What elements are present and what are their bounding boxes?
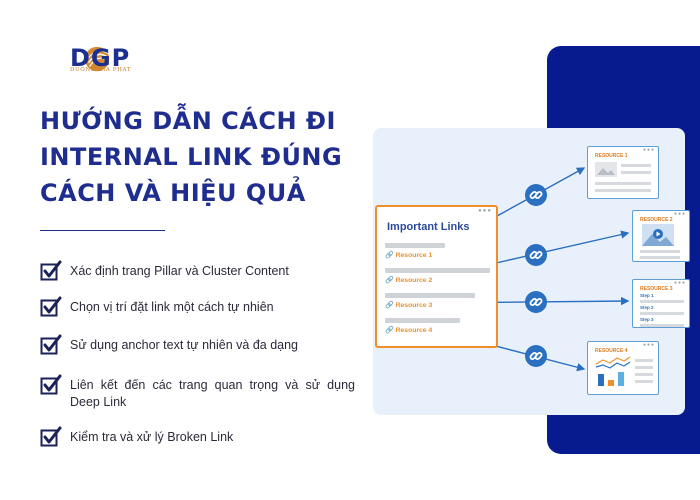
window-dots-icon: ●●● <box>478 208 492 214</box>
resource-link: 🔗 Resource 2 <box>385 276 432 284</box>
checklist-item: Liên kết đến các trang quan trọng và sử … <box>40 374 355 411</box>
resource-link: 🔗 Resource 3 <box>385 301 432 309</box>
brand-tagline: DUONG GIA PHAT <box>70 67 132 73</box>
text-placeholder-bar <box>635 359 653 362</box>
text-placeholder-bar <box>640 256 680 259</box>
checkbox-check-icon <box>40 334 62 355</box>
link-icon <box>525 345 547 367</box>
title-divider <box>40 230 165 231</box>
resource-page-label: RESOURCE 2 <box>640 217 673 223</box>
resource-page: ●●● RESOURCE 2 <box>632 210 690 262</box>
checklist-item: Xác định trang Pillar và Cluster Content <box>40 260 289 282</box>
resource-link-label: Resource 4 <box>395 327 433 334</box>
resource-link-label: Resource 3 <box>395 302 433 309</box>
text-placeholder-bar <box>640 300 684 303</box>
text-placeholder-bar <box>595 189 651 192</box>
resource-page: ●●● RESOURCE 4 <box>587 341 659 395</box>
checklist-item: Sử dụng anchor text tự nhiên và đa dạng <box>40 334 298 356</box>
resource-link: 🔗 Resource 4 <box>385 326 432 334</box>
important-links-title: Important Links <box>387 221 470 233</box>
mini-chart-icon <box>595 356 631 386</box>
title-line-2: INTERNAL LINK ĐÚNG <box>40 143 343 171</box>
resource-link-label: Resource 1 <box>395 252 433 259</box>
dgp-logo-icon <box>84 46 110 72</box>
checklist-item-text: Chọn vị trí đặt link một cách tự nhiên <box>70 300 274 314</box>
text-placeholder-bar <box>385 293 475 298</box>
text-placeholder-bar <box>385 243 445 248</box>
page-title: HƯỚNG DẪN CÁCH ĐI INTERNAL LINK ĐÚNG CÁC… <box>40 103 380 211</box>
step-label: Step 3 <box>640 317 654 322</box>
chain-icon: 🔗 <box>385 252 394 259</box>
text-placeholder-bar <box>635 373 653 376</box>
step-label: Step 2 <box>640 305 654 310</box>
text-placeholder-bar <box>640 312 684 315</box>
title-line-3: CÁCH VÀ HIỆU QUẢ <box>40 179 306 207</box>
step-label: Step 1 <box>640 293 654 298</box>
checklist-item-text: Sử dụng anchor text tự nhiên và đa dạng <box>70 338 299 352</box>
resource-page: ●●● RESOURCE 3 Step 1 Step 2 Step 3 <box>632 279 690 328</box>
image-placeholder-icon <box>595 162 617 177</box>
checkbox-check-icon <box>40 374 62 395</box>
checklist-item-text: Liên kết đến các trang quan trọng và sử … <box>70 378 355 409</box>
window-dots-icon: ●●● <box>673 211 686 217</box>
text-placeholder-bar <box>385 268 490 273</box>
resource-link: 🔗 Resource 1 <box>385 251 432 259</box>
important-links-box: ●●● Important Links 🔗 Resource 1 🔗 Resou… <box>375 205 498 348</box>
resource-link-label: Resource 2 <box>395 277 433 284</box>
checkbox-check-icon <box>40 426 62 447</box>
link-icon <box>525 184 547 206</box>
resource-page-label: RESOURCE 4 <box>595 348 628 354</box>
resource-page-label: RESOURCE 3 <box>640 286 673 292</box>
text-placeholder-bar <box>635 366 653 369</box>
title-line-1: HƯỚNG DẪN CÁCH ĐI <box>40 107 336 135</box>
video-play-icon <box>642 224 674 246</box>
text-placeholder-bar <box>595 182 651 185</box>
text-placeholder-bar <box>385 318 460 323</box>
text-placeholder-bar <box>635 380 653 383</box>
resource-page-label: RESOURCE 1 <box>595 153 628 159</box>
text-placeholder-bar <box>640 324 684 327</box>
checkbox-check-icon <box>40 296 62 317</box>
text-placeholder-bar <box>621 164 651 167</box>
window-dots-icon: ●●● <box>642 342 655 348</box>
link-icon <box>525 244 547 266</box>
window-dots-icon: ●●● <box>673 280 686 286</box>
chain-icon: 🔗 <box>385 277 394 284</box>
checkbox-check-icon <box>40 260 62 281</box>
resource-page: ●●● RESOURCE 1 <box>587 146 659 199</box>
window-dots-icon: ●●● <box>642 147 655 153</box>
text-placeholder-bar <box>621 171 651 174</box>
chain-icon: 🔗 <box>385 302 394 309</box>
checklist-item-text: Xác định trang Pillar và Cluster Content <box>70 264 289 278</box>
link-icon <box>525 291 547 313</box>
checklist-item: Chọn vị trí đặt link một cách tự nhiên <box>40 296 274 318</box>
brand-name: DGP <box>70 44 131 72</box>
checklist-item: Kiểm tra và xử lý Broken Link <box>40 426 233 448</box>
chain-icon: 🔗 <box>385 327 394 334</box>
text-placeholder-bar <box>640 250 680 253</box>
checklist-item-text: Kiểm tra và xử lý Broken Link <box>70 430 234 444</box>
